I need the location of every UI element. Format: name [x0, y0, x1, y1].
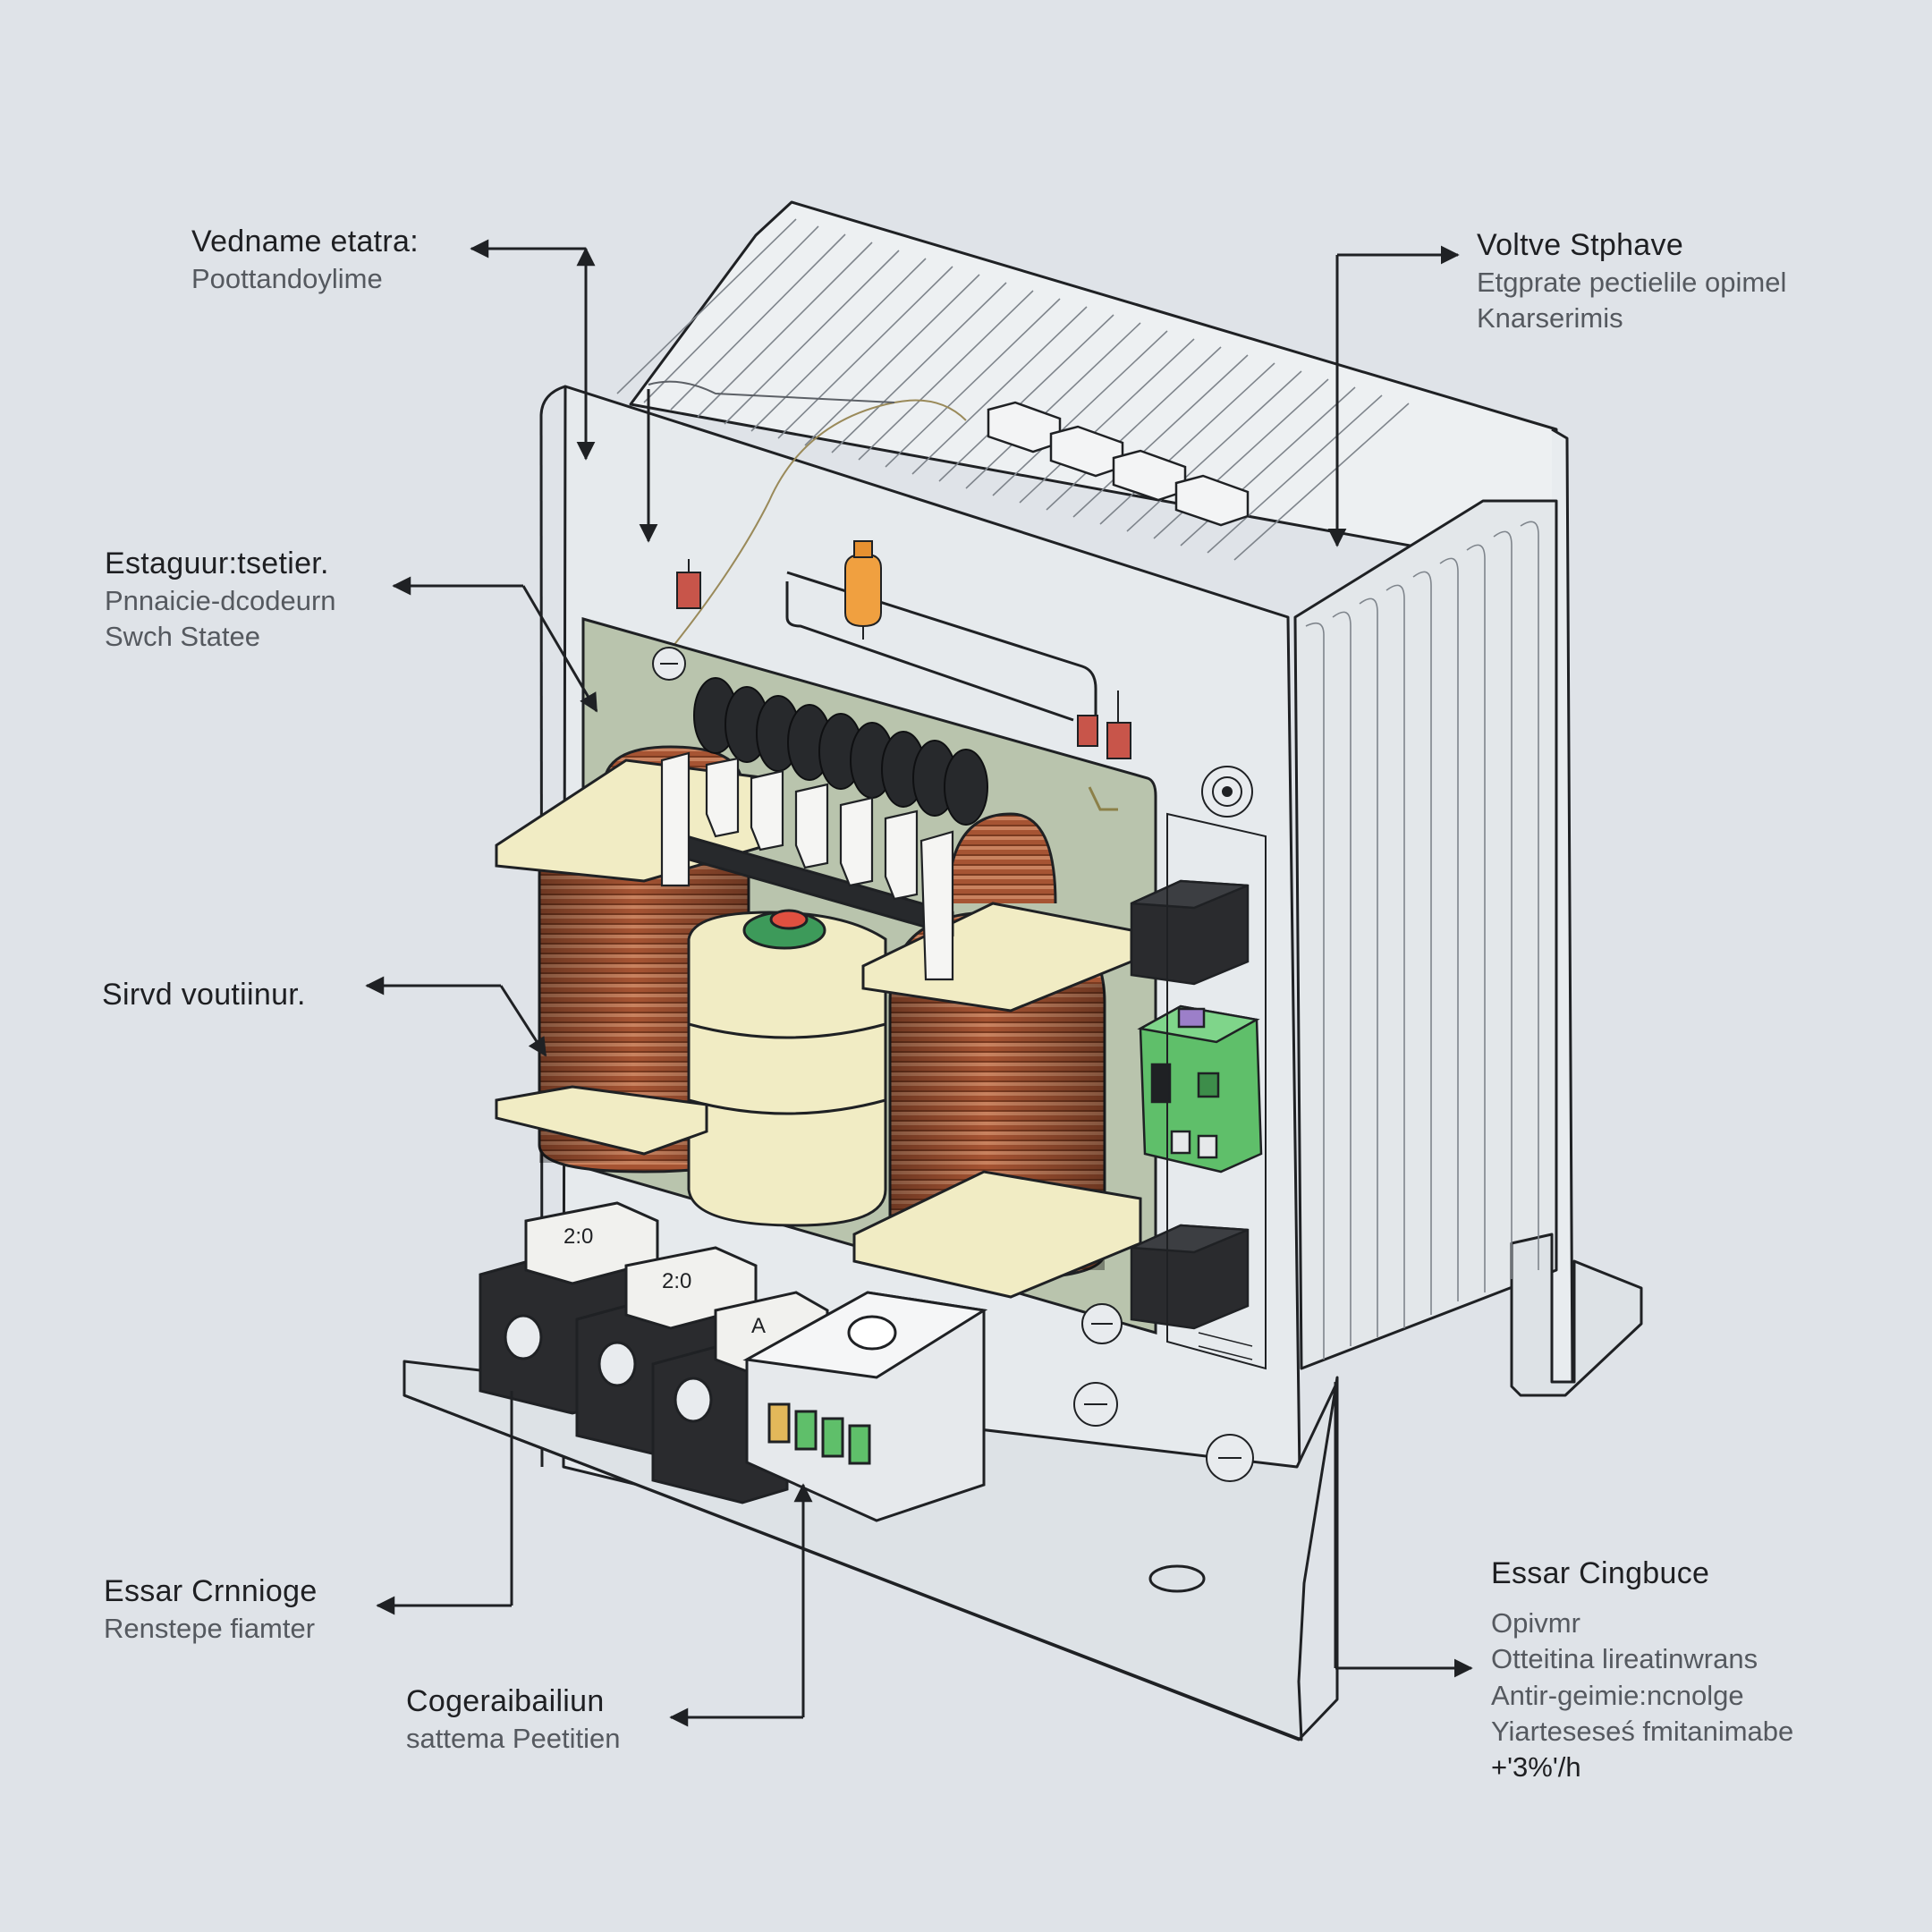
callout-title: Cogeraibailiun — [406, 1684, 605, 1718]
leader-lines — [365, 239, 1473, 1727]
callout-line: Yiarteseseś fmitanimabe — [1491, 1716, 1794, 1748]
callout-title: Voltve Stphave — [1477, 228, 1684, 262]
side-panel — [1293, 499, 1558, 1370]
callout-line: Renstepe fiamter — [104, 1613, 316, 1645]
terminal-blades — [660, 751, 954, 981]
callout-top-right: Voltve Stphave Etgprate pectielile opime… — [1477, 225, 1786, 337]
callout-title: Essar Crnnioge — [104, 1574, 318, 1608]
side-fins — [1305, 521, 1539, 1360]
top-terminals — [987, 401, 1250, 527]
callout-line: +'3%'/h — [1491, 1751, 1581, 1784]
wiring — [648, 380, 1097, 733]
mounting-hole — [1148, 1564, 1206, 1593]
callout-line: Knarserimis — [1477, 302, 1623, 335]
transformer — [495, 677, 1142, 1299]
callout-line: sattema Peetitien — [406, 1723, 621, 1755]
callout-line: Etgprate pectielile opimel — [1477, 267, 1787, 299]
callout-top-left: Vedname etatra: Poottandoylime — [191, 222, 419, 297]
callout-title: Sirvd voutiinur. — [102, 978, 306, 1012]
callout-mid-left: Estaguur:tsetier. Pnnaicie-dcodeurn Swch… — [105, 544, 336, 656]
callout-line: Pnnaicie-dcodeurn — [105, 585, 336, 617]
terminal-posts — [676, 540, 1131, 759]
callout-bottom-center: Cogeraibailiun sattema Peetitien — [406, 1682, 621, 1757]
breaker-row — [479, 1201, 988, 1522]
control-components — [1130, 812, 1267, 1370]
callout-title: Essar Cingbuce — [1491, 1556, 1710, 1590]
top-winding — [693, 677, 988, 826]
callout-servo: Sirvd voutiinur. — [102, 975, 306, 1014]
orange-fuse — [844, 554, 882, 628]
callout-line: Antir-geimie:ncnolge — [1491, 1679, 1744, 1711]
breaker-label-3: A — [751, 1314, 766, 1338]
gear-icon — [1201, 766, 1253, 818]
callout-line: Poottandoylime — [191, 263, 383, 295]
breaker-label-2: 2:0 — [662, 1269, 691, 1293]
center-core — [687, 911, 887, 1227]
callout-line: Otteitina lireatinwrans — [1491, 1643, 1758, 1675]
callout-line: Swch Statee — [105, 621, 261, 653]
callout-title: Estaguur:tsetier. — [105, 547, 329, 580]
breaker-label-1: 2:0 — [564, 1224, 593, 1249]
callout-bottom-left: Essar Crnnioge Renstepe fiamter — [104, 1572, 318, 1647]
callout-title: Vedname etatra: — [191, 225, 419, 258]
callout-bottom-right: Essar Cingbuce Opivmr Otteitina lireatin… — [1491, 1554, 1793, 1786]
callout-line: Opivmr — [1491, 1607, 1580, 1640]
screw-icon — [652, 647, 1254, 1482]
breaker-labels: 2:0 2:0 A — [564, 1224, 766, 1338]
